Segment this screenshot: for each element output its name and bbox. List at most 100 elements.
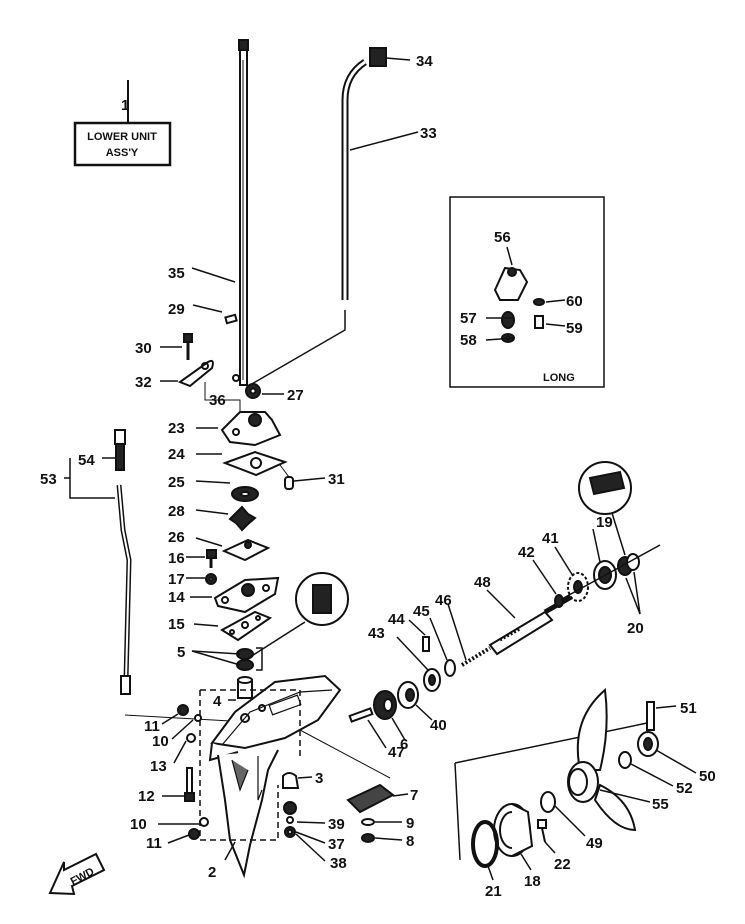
bolt-30 (160, 333, 193, 360)
callout-11-bottom: 11 (146, 835, 162, 852)
grease-bubble-left (249, 572, 349, 658)
grommet-34 (369, 47, 411, 67)
gasket-24 (196, 450, 288, 477)
callout-55: 55 (652, 796, 669, 813)
plug-3 (282, 772, 313, 789)
callout-6: 6 (400, 736, 408, 753)
callout-39: 39 (328, 816, 345, 833)
callout-45: 45 (413, 603, 430, 620)
drive-shaft (191, 39, 249, 386)
propeller-shaft (486, 589, 582, 656)
callout-30: 30 (135, 340, 152, 357)
washer-52 (618, 751, 674, 787)
lower-case (199, 674, 391, 879)
title-line1: LOWER UNIT (87, 131, 157, 143)
callout-24: 24 (168, 446, 185, 463)
clutch-43 (396, 636, 441, 692)
impeller-28 (195, 505, 257, 532)
callout-13: 13 (150, 758, 167, 775)
ring-45 (429, 617, 456, 677)
insert-25 (195, 480, 259, 502)
pin-29 (192, 304, 238, 325)
callout-1: 1 (121, 97, 129, 114)
callout-51: 51 (680, 700, 697, 717)
plate-26 (195, 537, 271, 562)
callout-38: 38 (330, 855, 347, 872)
pump-housing (196, 411, 282, 447)
washer-17 (186, 573, 217, 585)
callout-14: 14 (168, 589, 185, 606)
callout-40: 40 (430, 717, 447, 734)
callout-34: 34 (416, 53, 433, 70)
callout-32: 32 (135, 374, 152, 391)
callout-58: 58 (460, 332, 477, 349)
callout-52: 52 (676, 780, 693, 797)
bearing-6 (373, 690, 406, 741)
callout-36: 36 (209, 392, 226, 409)
gear-41 (554, 546, 589, 602)
callout-37: 37 (328, 836, 345, 853)
water-tube (249, 59, 419, 386)
callout-18: 18 (524, 873, 541, 890)
inset-label: LONG (543, 372, 575, 384)
plate-32 (160, 359, 241, 420)
pin-47 (348, 707, 387, 749)
callout-33: 33 (420, 125, 437, 142)
callout-15: 15 (168, 616, 185, 633)
callout-44: 44 (388, 611, 405, 628)
callout-59: 59 (566, 320, 583, 337)
anode-7 (346, 783, 409, 814)
inset-box (449, 196, 605, 388)
shift-rod (64, 429, 132, 695)
callout-4: 4 (213, 693, 222, 710)
callout-17: 17 (168, 571, 185, 588)
gear-40 (397, 681, 433, 721)
callout-57: 57 (460, 310, 477, 327)
seals-20 (617, 553, 641, 615)
callout-16: 16 (168, 550, 185, 567)
callout-35: 35 (168, 265, 185, 282)
callout-46: 46 (435, 592, 452, 609)
callout-41: 41 (542, 530, 559, 547)
part-36 (232, 374, 240, 382)
callout-21: 21 (485, 883, 502, 900)
prop-frame (454, 544, 661, 861)
bolt-12 (162, 767, 195, 802)
callout-50: 50 (699, 768, 716, 785)
callout-2: 2 (208, 864, 216, 881)
plate-15 (193, 610, 273, 642)
fasteners-right (361, 818, 403, 843)
callout-12: 12 (138, 788, 155, 805)
pin-44 (408, 619, 430, 652)
callout-7: 7 (410, 787, 418, 804)
cartridge-14 (190, 576, 280, 614)
title-line2: ASS'Y (106, 147, 139, 159)
callout-26: 26 (168, 529, 185, 546)
bolt-16 (186, 549, 217, 568)
callout-47: 47 (388, 744, 405, 761)
seal-27 (245, 383, 284, 399)
callout-25: 25 (168, 474, 185, 491)
fasteners-top (161, 704, 202, 764)
title-box (73, 80, 172, 167)
callout-56: 56 (494, 229, 511, 246)
spring-46 (447, 603, 492, 667)
seals-5 (191, 647, 263, 671)
callout-10-top: 10 (152, 733, 169, 750)
callout-28: 28 (168, 503, 185, 520)
fwd-arrow (48, 852, 106, 896)
callout-42: 42 (518, 544, 535, 561)
bushing-4 (228, 676, 253, 701)
callout-8: 8 (406, 833, 414, 850)
callout-27: 27 (287, 387, 304, 404)
o-ring-21 (471, 820, 499, 881)
fasteners-center (283, 801, 326, 862)
callout-49: 49 (586, 835, 603, 852)
callout-22: 22 (554, 856, 571, 873)
callout-9: 9 (406, 815, 414, 832)
callout-23: 23 (168, 420, 185, 437)
grease-bubble-right (578, 461, 632, 556)
callout-10-bottom: 10 (130, 816, 147, 833)
cotter-pin-51 (646, 701, 677, 731)
callout-53: 53 (40, 471, 57, 488)
